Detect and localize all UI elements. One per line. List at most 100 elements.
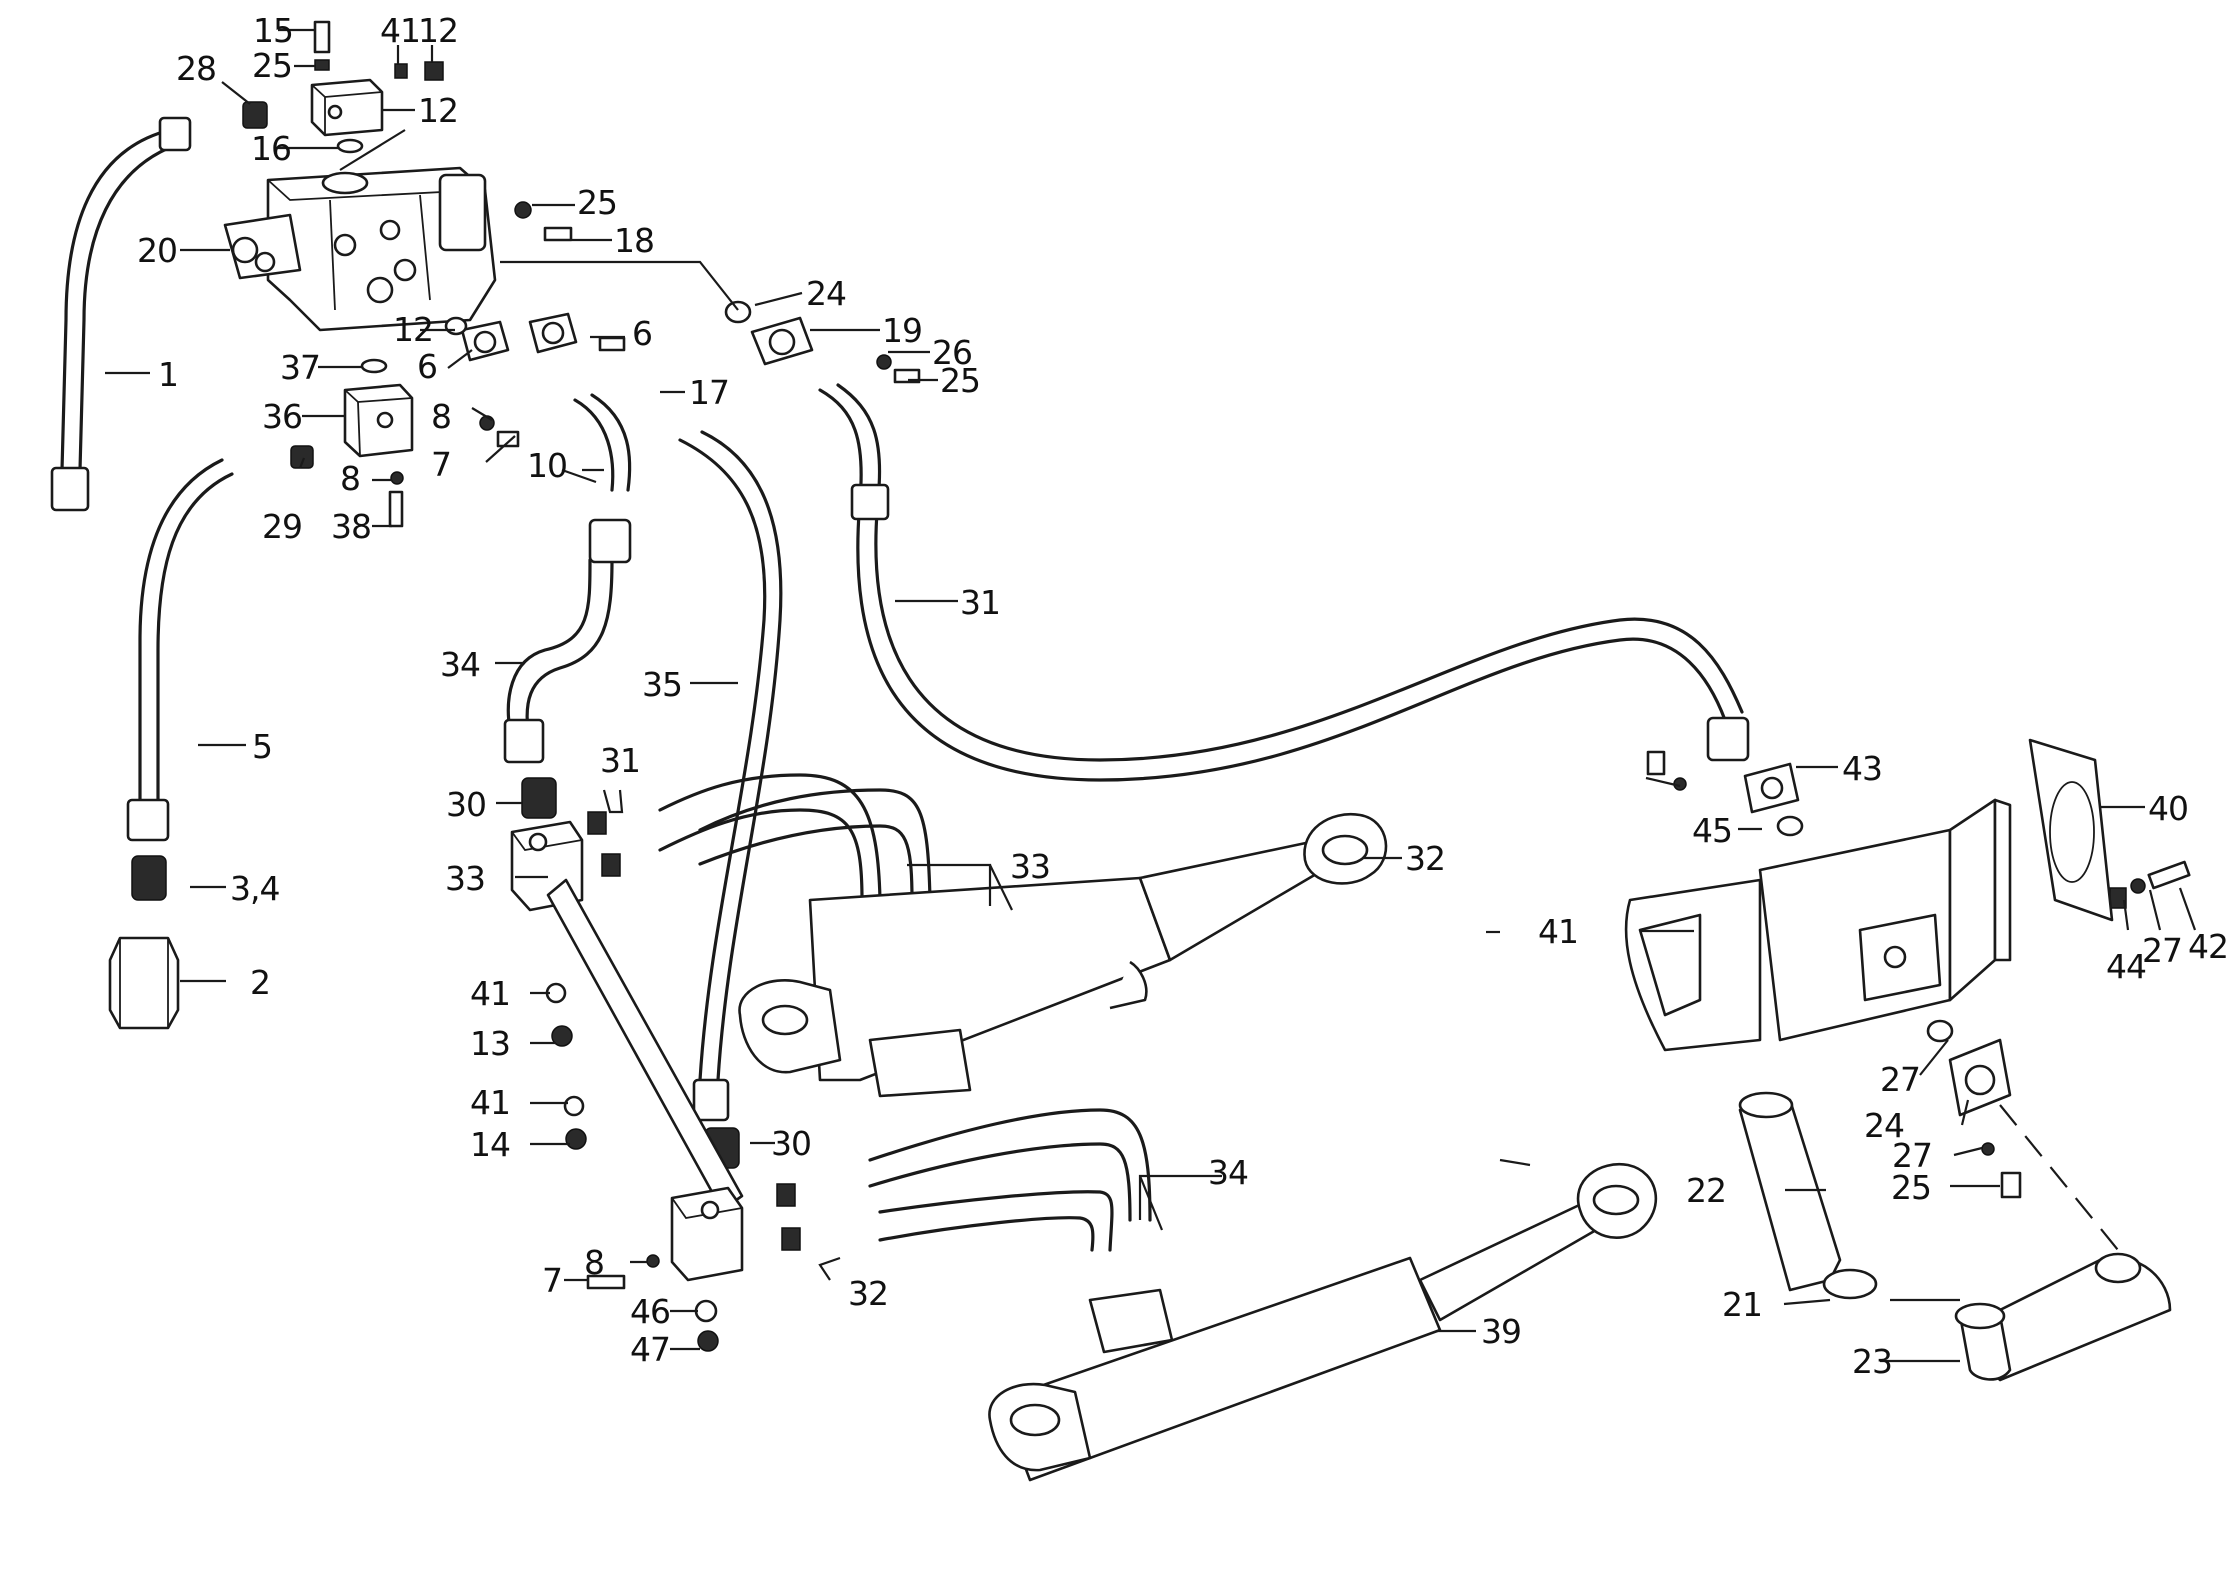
hose-1 [50, 116, 192, 512]
callout-24: 25 [940, 361, 980, 400]
seal-10 [444, 316, 468, 336]
nut-12-b [565, 1128, 587, 1150]
nut-12-top [424, 61, 444, 81]
callout-41: 41 [470, 974, 510, 1013]
valve-port-d [379, 219, 401, 241]
bolt-16 [543, 226, 573, 242]
fitting-27-mid [290, 445, 314, 469]
hose-28-end-fitting [1706, 716, 1750, 762]
callout-31: 34 [1208, 1153, 1248, 1192]
callout-37: 38 [331, 507, 371, 546]
callout-25: 27 [2142, 931, 2182, 970]
callout-26: 27 [1880, 1060, 1920, 1099]
block-35 [343, 383, 414, 458]
leader-lines [105, 28, 2197, 1363]
callout-18: 20 [137, 231, 177, 270]
fitting-30-c [776, 1183, 796, 1207]
hose-33-fitting-bottom [503, 718, 545, 764]
washer-46 [694, 1299, 718, 1323]
callout-27: 28 [176, 49, 216, 88]
washer-41-top [394, 63, 408, 79]
washer-41-b [563, 1095, 585, 1117]
callout-38: 39 [1481, 1312, 1521, 1351]
seal-36 [360, 358, 388, 374]
bolt-13 [313, 20, 331, 54]
callout-46: 46 [630, 1292, 670, 1331]
callout-labels: 15 25 41 12 28 12 16 25 18 20 24 12 19 2… [137, 11, 2229, 1381]
hose-9-33 [503, 393, 632, 764]
bolt-43 [1646, 750, 1666, 776]
suction-tube-20 [1738, 1091, 1842, 1292]
valve-spool-cap [438, 173, 487, 252]
fitting-30-b [601, 853, 621, 877]
bolt-6 [598, 336, 626, 352]
cylinder-29-bracket [1109, 960, 1148, 1010]
cylinder-29 [738, 812, 1388, 1098]
fitting-27-left [521, 777, 557, 819]
callout-3-4: 3,4 [230, 869, 279, 908]
hoses [50, 116, 1750, 1252]
callout-6: 6 [632, 314, 652, 353]
callout-12: 12 [418, 11, 458, 50]
callout-9: 10 [527, 446, 567, 485]
hose-28-fitting [850, 483, 890, 521]
callout-16: 18 [614, 221, 654, 260]
seal-19 [1822, 1268, 1878, 1300]
callout-5: 5 [252, 727, 272, 766]
callout-21: 23 [1852, 1342, 1892, 1381]
valve-port-b [254, 251, 276, 273]
bolt-7-valve [496, 430, 520, 448]
callout-32: 33 [445, 859, 485, 898]
callout-12: 14 [470, 1125, 510, 1164]
elbow-21 [1954, 1252, 2172, 1382]
hose-1-fitting-top [158, 116, 192, 152]
callout-47: 47 [630, 1330, 670, 1369]
seal-22 [724, 300, 752, 324]
callout-27: 30 [446, 785, 486, 824]
manifold-32 [510, 820, 744, 1282]
hose-31-lower [868, 1108, 1152, 1252]
seals [336, 138, 1954, 1043]
flange-23-43 [1743, 762, 2012, 1117]
callout-25: 25 [577, 183, 617, 222]
callout-20: 22 [1686, 1171, 1726, 1210]
washer-25-lower [1981, 1142, 1995, 1156]
valve-top-port [321, 171, 369, 195]
fitting-30-d [781, 1227, 801, 1251]
callout-30: 32 [848, 1274, 888, 1313]
hose-1-fitting-bottom [50, 466, 90, 512]
callout-15: 17 [689, 373, 729, 412]
callout-41: 41 [470, 1083, 510, 1122]
callout-35: 36 [262, 397, 302, 436]
washer-25-valve [514, 201, 532, 219]
callout-24: 25 [1891, 1168, 1931, 1207]
callout-6: 6 [417, 347, 437, 386]
fitting-30-a [587, 811, 607, 835]
callout-23: 24 [1864, 1106, 1904, 1145]
cylinder-38 [988, 1162, 1658, 1482]
seal-45 [1776, 815, 1804, 837]
hose-31-upper [658, 773, 932, 952]
manifold-32-tube [546, 878, 744, 1212]
callout-25: 26 [932, 333, 972, 372]
callout-29: 32 [1405, 839, 1445, 878]
callout-28: 31 [960, 583, 1000, 622]
callout-39: 40 [2148, 789, 2188, 828]
callout-11: 12 [418, 91, 458, 130]
callout-27: 29 [262, 507, 302, 546]
callout-8: 8 [431, 397, 451, 436]
bolt-37 [388, 490, 404, 528]
bolt-42 [2147, 860, 2191, 890]
callout-14: 16 [251, 129, 291, 168]
hose-34 [678, 430, 783, 1122]
callout-8: 8 [584, 1243, 604, 1282]
assembly-lines [339, 129, 2119, 1302]
callout-7: 7 [431, 445, 451, 484]
valve-port-c [333, 233, 357, 257]
bolt-24-lower [2000, 1171, 2022, 1199]
callout-30: 31 [600, 741, 640, 780]
hose-5-fitting [126, 798, 170, 842]
pump-40 [1624, 798, 2012, 1052]
callout-17: 19 [882, 311, 922, 350]
callout-8: 8 [340, 459, 360, 498]
